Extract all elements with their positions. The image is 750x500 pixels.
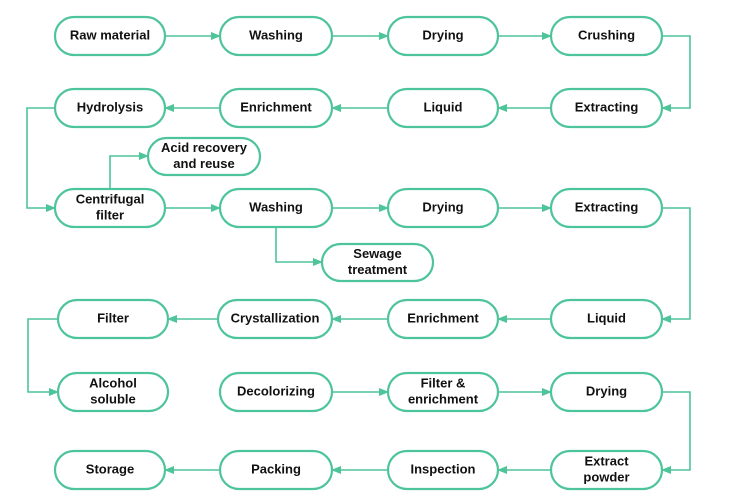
step-label: Crystallization	[231, 310, 320, 325]
step-box	[56, 371, 170, 413]
step-drying: Drying	[549, 371, 664, 413]
step-label: treatment	[348, 262, 408, 277]
step-box	[218, 187, 334, 229]
step-label: Inspection	[410, 461, 475, 476]
step-label: Filter &	[421, 375, 466, 390]
step-label: Storage	[86, 461, 134, 476]
step-hydrolysis: Hydrolysis	[53, 87, 167, 129]
step-box	[216, 298, 334, 340]
arrow-n22-to-n23	[661, 391, 691, 474]
step-box	[549, 15, 664, 57]
step-extracting: Extracting	[549, 187, 664, 229]
step-label: Filter	[97, 310, 129, 325]
step-crushing: Crushing	[549, 15, 664, 57]
step-enrichment: Enrichment	[386, 298, 500, 340]
step-box	[386, 15, 500, 57]
step-label: Drying	[422, 27, 463, 42]
step-filter: Filter	[56, 298, 170, 340]
step-label: and reuse	[173, 156, 234, 171]
arrow-n10-to-n9	[109, 152, 149, 189]
step-label: Washing	[249, 199, 303, 214]
step-box	[56, 298, 170, 340]
arrow-n14-to-n15	[661, 207, 691, 323]
step-label: Drying	[586, 383, 627, 398]
step-liquid: Liquid	[386, 87, 500, 129]
step-box	[146, 136, 262, 177]
step-label: Centrifugal	[76, 191, 145, 206]
step-label: Alcohol	[89, 375, 137, 390]
step-label: Extracting	[575, 199, 639, 214]
step-box	[218, 15, 334, 57]
step-box	[53, 187, 167, 229]
step-box	[549, 87, 664, 129]
arrow-n4-to-n5	[661, 35, 691, 112]
step-box	[386, 371, 500, 413]
step-label: Drying	[422, 199, 463, 214]
arrow-n18-to-n19	[27, 318, 59, 396]
step-drying: Drying	[386, 15, 500, 57]
step-box	[320, 242, 435, 283]
step-raw-material: Raw material	[53, 15, 167, 57]
step-washing: Washing	[218, 15, 334, 57]
step-box	[386, 298, 500, 340]
step-box	[386, 87, 500, 129]
step-box	[386, 449, 500, 491]
step-extracting: Extracting	[549, 87, 664, 129]
step-label: powder	[583, 469, 629, 484]
step-box	[53, 87, 167, 129]
step-label: Acid recovery	[161, 140, 248, 155]
step-box	[549, 449, 664, 491]
step-washing: Washing	[218, 187, 334, 229]
step-label: Crushing	[578, 27, 635, 42]
step-box	[549, 187, 664, 229]
step-label: Hydrolysis	[77, 99, 143, 114]
step-label: Enrichment	[240, 99, 312, 114]
step-storage: Storage	[53, 449, 167, 491]
step-box	[53, 15, 167, 57]
step-box	[53, 449, 167, 491]
step-liquid: Liquid	[549, 298, 664, 340]
step-packing: Packing	[218, 449, 334, 491]
step-label: Decolorizing	[237, 383, 315, 398]
step-crystallization: Crystallization	[216, 298, 334, 340]
step-decolorizing: Decolorizing	[218, 371, 334, 413]
step-label: Packing	[251, 461, 301, 476]
step-box	[218, 87, 334, 129]
step-box	[549, 371, 664, 413]
step-label: Raw material	[70, 27, 150, 42]
step-box	[549, 298, 664, 340]
step-label: Extracting	[575, 99, 639, 114]
connector-arrows	[26, 32, 691, 474]
step-box	[218, 371, 334, 413]
step-label: Sewage	[353, 246, 401, 261]
step-label: Washing	[249, 27, 303, 42]
step-label: enrichment	[408, 391, 479, 406]
step-label: Liquid	[424, 99, 463, 114]
step-label: soluble	[90, 391, 136, 406]
step-box	[218, 449, 334, 491]
step-label: filter	[96, 207, 124, 222]
step-box	[386, 187, 500, 229]
step-filter-and-enrichment: Filter &enrichment	[386, 371, 500, 413]
arrow-n11-to-n12	[275, 227, 323, 266]
step-enrichment: Enrichment	[218, 87, 334, 129]
arrow-n8-to-n10	[26, 107, 56, 212]
step-label: Enrichment	[407, 310, 479, 325]
step-label: Extract	[584, 453, 629, 468]
step-label: Liquid	[587, 310, 626, 325]
step-inspection: Inspection	[386, 449, 500, 491]
step-drying: Drying	[386, 187, 500, 229]
